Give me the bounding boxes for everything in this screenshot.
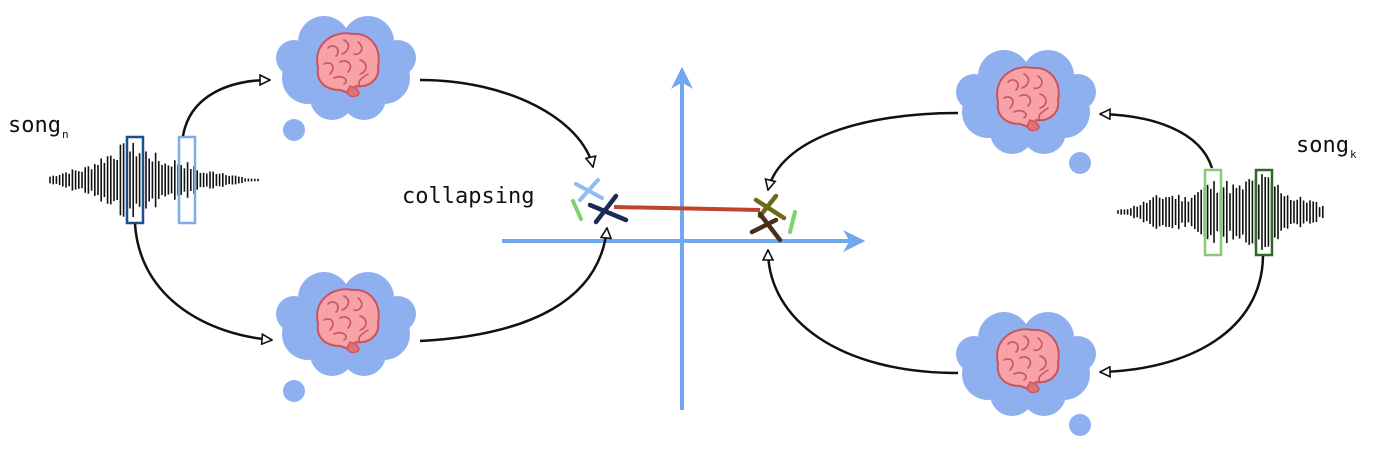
window-left-light — [177, 135, 197, 225]
thought-cloud-bottom-right-icon — [955, 311, 1097, 417]
waveform-right-icon — [1117, 174, 1324, 250]
embedding-distance-line — [613, 205, 761, 212]
thought-cloud-bottom-left-icon — [275, 271, 417, 377]
arrow-top-cloud-to-embedding — [419, 78, 593, 167]
thought-bubble-top-right — [1069, 152, 1091, 174]
window-right-light — [1203, 168, 1223, 257]
collapsing-label: collapsing — [402, 184, 535, 209]
arrow-bottom-cloud-to-embedding-right — [768, 250, 959, 375]
song-left-subscript: n — [61, 128, 69, 141]
embedding-cross-left-icon — [571, 178, 629, 225]
song-right-label: songk — [1296, 133, 1357, 161]
thought-bubble-bottom-left — [283, 380, 305, 402]
window-right-dark — [1254, 168, 1274, 257]
thought-cloud-top-right-icon — [955, 49, 1097, 155]
thought-bubble-bottom-right — [1069, 414, 1091, 436]
arrow-window-to-bottom-cloud — [133, 223, 272, 340]
song-left-base: song — [8, 113, 61, 138]
song-left-label: songn — [8, 113, 69, 141]
song-right-base: song — [1296, 133, 1349, 158]
thought-cloud-top-left-icon — [275, 15, 417, 121]
waveform-left-icon — [49, 142, 259, 218]
song-right-subscript: k — [1349, 148, 1357, 161]
window-left-dark — [125, 135, 145, 225]
embedding-cross-right-icon — [749, 193, 797, 243]
arrow-bottom-cloud-to-embedding — [419, 228, 607, 343]
arrow-window-to-top-cloud — [181, 80, 270, 137]
thought-bubble-top-left — [283, 119, 305, 141]
arrow-window-to-bottom-cloud-right — [1100, 255, 1265, 372]
arrow-top-cloud-to-embedding-right — [768, 111, 959, 190]
arrow-window-to-top-cloud-right — [1100, 114, 1214, 169]
